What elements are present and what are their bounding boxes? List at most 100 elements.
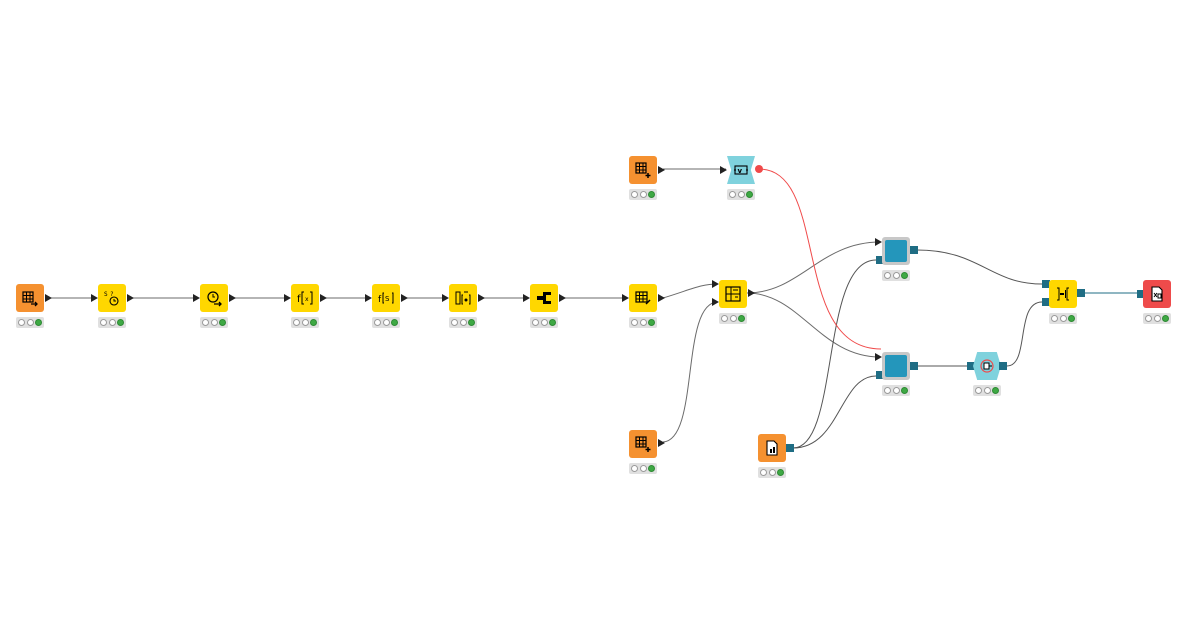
input-port[interactable] — [622, 294, 629, 302]
variable-loop-start-node[interactable]: v — [720, 156, 763, 200]
db-output-port[interactable] — [786, 444, 794, 452]
node-body[interactable]: v — [727, 156, 755, 184]
node-status — [727, 189, 755, 200]
output-port[interactable] — [999, 362, 1007, 370]
connection[interactable] — [1006, 301, 1043, 367]
node-body[interactable] — [882, 237, 910, 265]
output-port[interactable] — [401, 294, 408, 302]
output-port[interactable] — [45, 294, 52, 302]
input-port[interactable] — [91, 294, 98, 302]
table-creator-node[interactable] — [629, 156, 665, 200]
connection[interactable] — [662, 301, 719, 443]
column-filter-node[interactable] — [622, 284, 665, 328]
status-light-red — [883, 272, 891, 279]
node-body[interactable] — [530, 284, 558, 312]
connection[interactable] — [746, 292, 881, 358]
node-body[interactable] — [973, 352, 1001, 380]
string-to-datetime-node[interactable]: S? — [91, 284, 134, 328]
db-writer-node[interactable] — [875, 352, 918, 396]
output-port[interactable] — [658, 166, 665, 174]
output-port[interactable] — [1077, 289, 1085, 297]
output-port[interactable] — [559, 294, 566, 302]
status-light-red — [99, 319, 107, 326]
status-light-red — [720, 315, 728, 322]
connection[interactable] — [916, 249, 1043, 285]
output-port[interactable] — [127, 294, 134, 302]
status-light-yellow — [639, 465, 647, 472]
output-port[interactable] — [320, 294, 327, 302]
node-status — [530, 317, 558, 328]
output-port[interactable] — [658, 294, 665, 302]
input-port[interactable] — [442, 294, 449, 302]
status-light-yellow — [459, 319, 467, 326]
table-creator-node[interactable] — [629, 430, 665, 474]
node-body[interactable] — [758, 434, 786, 462]
loop-end-node[interactable] — [967, 352, 1007, 396]
status-light-red — [1050, 315, 1058, 322]
column-expression-node[interactable] — [442, 284, 485, 328]
loop-end-icon — [980, 359, 994, 373]
joiner-node[interactable] — [1042, 280, 1085, 324]
input-port-1[interactable] — [1042, 280, 1050, 288]
db-output-port[interactable] — [910, 246, 918, 254]
status-light-red — [531, 319, 539, 326]
input-port[interactable] — [875, 353, 882, 361]
input-port[interactable] — [523, 294, 530, 302]
node-body[interactable] — [629, 430, 657, 458]
output-port[interactable] — [658, 439, 665, 447]
node-status — [629, 317, 657, 328]
input-port-2[interactable] — [1042, 298, 1050, 306]
db-writer-node[interactable] — [875, 237, 918, 281]
node-body[interactable] — [1049, 280, 1077, 308]
db-connector-node[interactable] — [758, 434, 794, 478]
db-input-port[interactable] — [876, 256, 884, 264]
status-light-green — [901, 387, 909, 394]
node-body[interactable] — [1143, 280, 1171, 308]
db-output-port[interactable] — [910, 362, 918, 370]
table-reader-node[interactable] — [16, 284, 52, 328]
db-input-port[interactable] — [876, 371, 884, 379]
rule-engine-node[interactable] — [523, 284, 566, 328]
input-port-2[interactable] — [712, 298, 719, 306]
datetime-shift-node[interactable] — [193, 284, 236, 328]
node-body[interactable] — [629, 284, 657, 312]
input-port[interactable] — [193, 294, 200, 302]
output-port[interactable] — [748, 289, 755, 297]
output-port[interactable] — [229, 294, 236, 302]
input-port[interactable] — [365, 294, 372, 302]
node-body[interactable] — [719, 280, 747, 308]
input-port[interactable] — [875, 238, 882, 246]
node-body[interactable] — [629, 156, 657, 184]
connection[interactable] — [746, 241, 881, 294]
node-body[interactable] — [449, 284, 477, 312]
input-port-1[interactable] — [712, 280, 719, 288]
status-light-green — [35, 319, 43, 326]
variable-connection[interactable] — [758, 168, 882, 350]
connection[interactable] — [792, 375, 877, 449]
input-port[interactable] — [720, 166, 727, 174]
node-body[interactable]: S? — [98, 284, 126, 312]
status-light-yellow — [768, 469, 776, 476]
status-light-yellow — [639, 319, 647, 326]
svg-text:S: S — [385, 295, 390, 303]
variable-output-port[interactable] — [755, 165, 763, 173]
node-body[interactable] — [16, 284, 44, 312]
node-body[interactable] — [200, 284, 228, 312]
concatenate-node[interactable] — [712, 280, 755, 324]
excel-writer-node[interactable] — [1137, 280, 1171, 324]
node-status — [973, 385, 1001, 396]
output-port[interactable] — [478, 294, 485, 302]
datetime-shift-icon — [207, 291, 222, 307]
node-body[interactable] — [882, 352, 910, 380]
connection[interactable] — [792, 259, 877, 449]
input-port[interactable] — [967, 362, 975, 370]
input-port[interactable] — [284, 294, 291, 302]
input-port[interactable] — [1137, 290, 1145, 298]
svg-text:v: v — [738, 167, 743, 175]
connection[interactable] — [662, 283, 719, 299]
